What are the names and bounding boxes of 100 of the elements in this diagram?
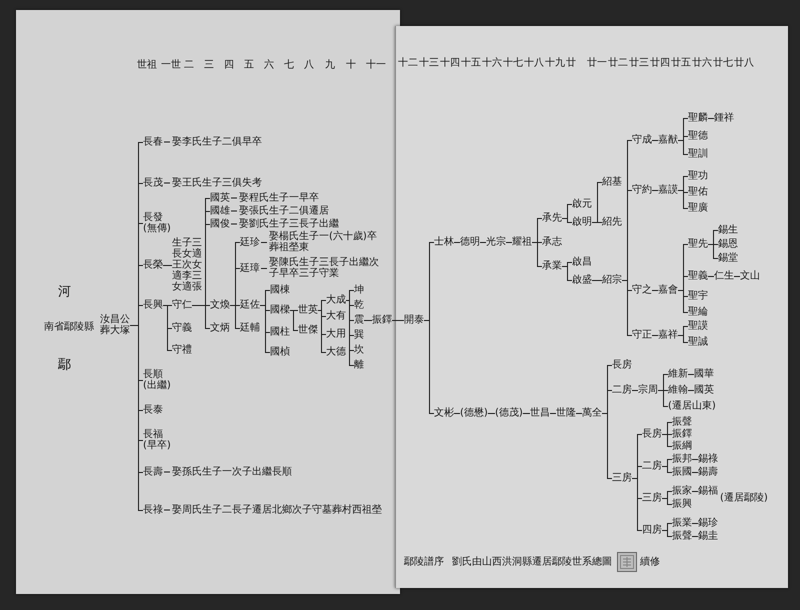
- name-entry: 國英: [694, 384, 714, 396]
- generation-number: 十八: [524, 58, 544, 68]
- biography-note: 葬大塚: [100, 325, 130, 336]
- annotation: (遷居鄢陵): [720, 492, 768, 504]
- title-character: 鄢: [58, 358, 71, 372]
- name-entry: 德明: [460, 236, 480, 248]
- generation-number: 廿: [566, 58, 576, 68]
- lineage-line: [562, 266, 572, 281]
- lineage-line: [192, 305, 210, 329]
- biography-note: (無傳): [143, 223, 171, 234]
- name-entry: 聖麟: [688, 112, 708, 124]
- lineage-line: [576, 413, 582, 414]
- name-entry: 聖功: [688, 170, 708, 182]
- generation-number: 廿二: [608, 58, 628, 68]
- name-entry: 嘉祥: [658, 330, 678, 340]
- name-entry: 三房: [642, 492, 662, 504]
- name-entry: 守禮: [172, 344, 192, 356]
- name-entry: 守義: [172, 322, 192, 334]
- lineage-line: [522, 413, 530, 414]
- name-entry: 振聲: [672, 530, 692, 542]
- name-entry: 聖廣: [688, 202, 708, 214]
- lineage-line: [592, 280, 602, 281]
- name-entry: 宗周: [638, 384, 658, 396]
- name-entry: 世英: [298, 304, 318, 316]
- name-entry: 聖綸: [688, 306, 708, 318]
- name-entry: 聖先: [688, 238, 708, 250]
- biography-note: 娶張氏生子二俱遷居: [230, 206, 329, 216]
- name-entry: 士林: [434, 236, 454, 248]
- lineage-line: [602, 413, 612, 479]
- generation-number: 廿六: [692, 58, 712, 68]
- lineage-line: [454, 242, 460, 243]
- generation-number: 十一: [366, 60, 386, 70]
- biography-note: 娶孫氏生子一次子出繼長順: [163, 466, 292, 478]
- lineage-line: [454, 413, 460, 414]
- lineage-line: [162, 305, 172, 351]
- name-entry: 文煥: [210, 300, 230, 310]
- name-entry: 振鐸: [672, 428, 692, 440]
- name-entry: 仁生: [714, 270, 734, 282]
- name-entry: 國樑: [270, 304, 290, 316]
- lineage-line: [364, 320, 372, 321]
- lineage-line: [592, 222, 602, 223]
- name-entry: 聖宇: [688, 290, 708, 302]
- name-entry: 錫圭: [698, 530, 718, 542]
- name-entry: 光宗: [486, 236, 506, 248]
- name-entry: 長泰: [143, 404, 163, 416]
- name-entry: 廷珍: [240, 236, 260, 248]
- name-entry: 大有: [326, 310, 346, 322]
- name-entry: 聖訓: [688, 148, 708, 160]
- generation-number: 五: [244, 60, 254, 70]
- generation-number: 十九: [545, 58, 565, 68]
- lineage-line: [290, 310, 298, 331]
- name-entry: 四房: [642, 524, 662, 536]
- name-entry: 世傑: [298, 324, 318, 336]
- name-entry: 啟明: [572, 216, 592, 228]
- name-entry: 振鐸: [372, 314, 392, 326]
- lineage-line: [318, 310, 326, 353]
- name-entry: 長茂: [143, 178, 163, 188]
- generation-number: 廿三: [629, 58, 649, 68]
- name-entry: 國俊: [210, 218, 230, 230]
- name-entry: 長福: [143, 429, 163, 440]
- name-entry: 震: [354, 314, 364, 326]
- name-entry: 坤: [354, 284, 364, 296]
- generation-number: 一世: [161, 60, 181, 70]
- name-entry: 守約: [632, 184, 652, 196]
- lineage-line: [678, 335, 688, 343]
- name-entry: 振興: [672, 498, 692, 510]
- biography-note: 生子三長女適王次女適李三女適張: [172, 238, 202, 292]
- generation-number: 七: [284, 60, 294, 70]
- name-entry: 長祿: [143, 504, 163, 516]
- lineage-line: [662, 530, 672, 537]
- lineage-line: [130, 325, 144, 511]
- name-entry: 文山: [740, 270, 760, 282]
- generation-number: 二: [184, 60, 194, 70]
- name-entry: 大成: [326, 294, 346, 306]
- lineage-line: [688, 374, 694, 375]
- name-entry: 嘉謨: [658, 184, 678, 196]
- generation-number: 十七: [503, 58, 523, 68]
- name-entry: 守正: [632, 330, 652, 340]
- lineage-line: [162, 265, 172, 266]
- lineage-line: [652, 140, 658, 141]
- lineage-line: [480, 242, 486, 243]
- name-entry: 國楨: [270, 346, 290, 358]
- name-entry: 錫堂: [718, 252, 738, 264]
- name-entry: 聖義: [688, 270, 708, 282]
- name-entry: 振邦: [672, 454, 692, 464]
- generation-number: 廿七: [713, 58, 733, 68]
- lineage-line: [734, 276, 740, 277]
- name-entry: 嘉會: [658, 284, 678, 296]
- name-entry: 國英: [210, 192, 230, 204]
- lineage-line: [708, 276, 714, 277]
- name-entry: 錫壽: [698, 466, 718, 478]
- generation-number: 十三: [419, 58, 439, 68]
- name-entry: 振家: [672, 486, 692, 496]
- name-entry: 國棟: [270, 284, 290, 296]
- name-entry: 振聲: [672, 416, 692, 428]
- name-entry: 承先: [542, 212, 562, 224]
- generation-number: 六: [264, 60, 274, 70]
- biography-note: 娶周氏生子二長子遷居北鄉次子守墓葬村西祖塋: [163, 504, 382, 516]
- name-entry: 振綱: [672, 440, 692, 452]
- name-entry: (德茂): [495, 408, 523, 418]
